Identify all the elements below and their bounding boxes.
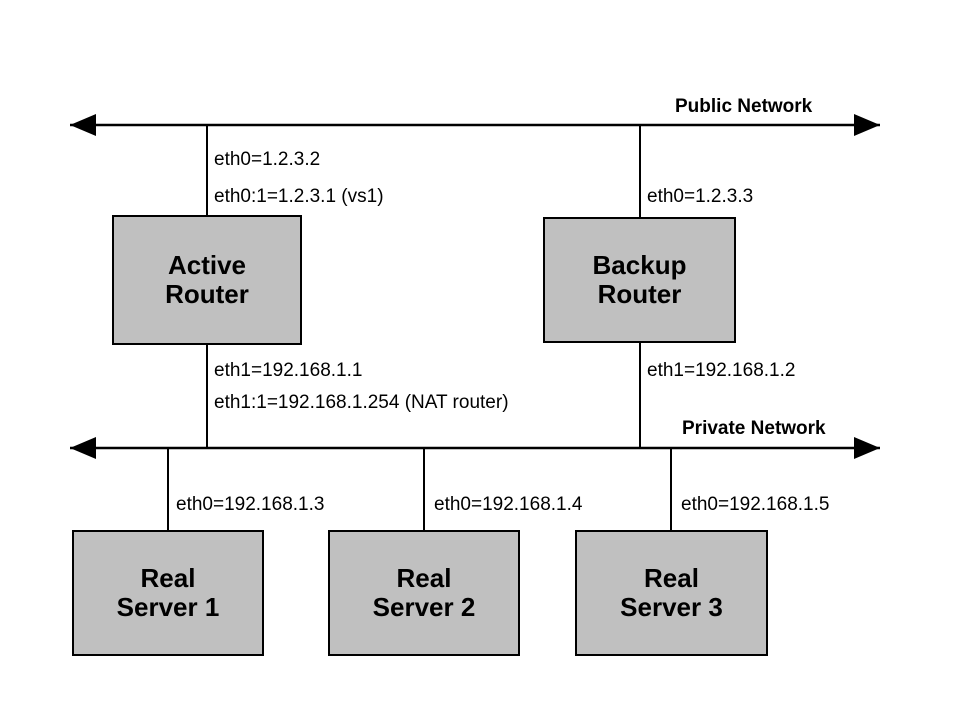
interface-label-active-eth1: eth1=192.168.1.1	[214, 360, 363, 381]
node-real-server-1-line2: Server 1	[116, 592, 220, 622]
arrow-right-private	[854, 437, 880, 459]
node-real-server-2[interactable]: Real Server 2	[328, 530, 520, 656]
interface-label-backup-eth0: eth0=1.2.3.3	[647, 186, 754, 207]
interface-label-real-server-1-eth0: eth0=192.168.1.3	[176, 494, 325, 515]
node-real-server-3[interactable]: Real Server 3	[575, 530, 768, 656]
interface-label-real-server-3-eth0: eth0=192.168.1.5	[681, 494, 830, 515]
node-backup-router-line2: Router	[597, 279, 682, 309]
interface-label-backup-eth1: eth1=192.168.1.2	[647, 360, 796, 381]
node-real-server-2-line2: Server 2	[372, 592, 476, 622]
node-backup-router-line1: Backup	[592, 249, 687, 280]
interface-label-real-server-2-eth0: eth0=192.168.1.4	[434, 494, 583, 515]
node-backup-router[interactable]: Backup Router	[543, 217, 736, 343]
network-label-private: Private Network	[682, 418, 826, 439]
interface-label-active-eth0-alias: eth0:1=1.2.3.1 (vs1)	[214, 186, 384, 207]
node-active-router-line1: Active	[167, 249, 247, 280]
arrow-left-private	[70, 437, 96, 459]
node-connector-lines	[167, 125, 672, 530]
node-real-server-3-line1: Real	[644, 562, 699, 593]
network-label-public: Public Network	[675, 96, 813, 117]
node-real-server-3-line2: Server 3	[620, 592, 723, 622]
node-real-server-1[interactable]: Real Server 1	[72, 530, 264, 656]
network-bus-lines	[70, 114, 880, 459]
node-active-router-line2: Router	[165, 279, 249, 309]
node-active-router[interactable]: Active Router	[112, 215, 302, 345]
arrow-left-public	[70, 114, 96, 136]
node-real-server-1-line1: Real	[140, 562, 196, 593]
arrow-right-public	[854, 114, 880, 136]
interface-label-active-eth0: eth0=1.2.3.2	[214, 149, 321, 170]
node-real-server-2-line1: Real	[396, 562, 452, 593]
interface-label-active-eth1-alias: eth1:1=192.168.1.254 (NAT router)	[214, 392, 509, 413]
